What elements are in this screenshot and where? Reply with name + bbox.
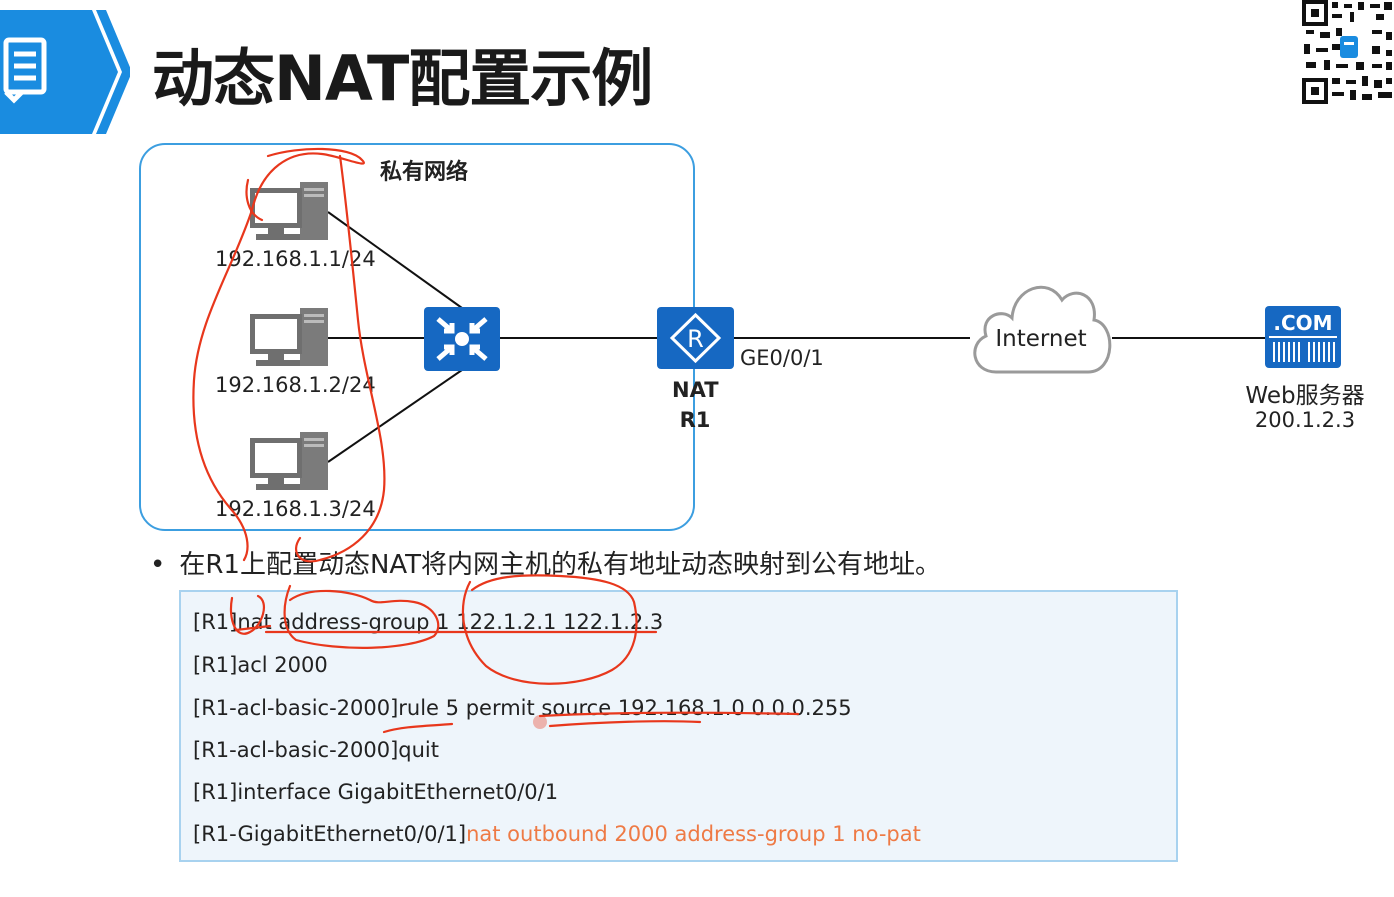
server-ip-label: 200.1.2.3	[1254, 408, 1356, 432]
page-title: 动态NAT配置示例	[152, 42, 653, 115]
interface-label: GE0/0/1	[740, 346, 824, 370]
web-server-icon: .COM	[1265, 306, 1341, 368]
private-network-label: 私有网络	[380, 160, 469, 185]
router-name-label: R1	[679, 408, 711, 432]
code-line: [R1-GigabitEthernet0/0/1]nat outbound 20…	[193, 822, 921, 846]
qr-code-icon	[1302, 0, 1394, 106]
internet-cloud-icon	[966, 272, 1116, 376]
internet-label: Internet	[995, 326, 1087, 352]
host-ip-label: 192.168.1.3/24	[215, 497, 376, 521]
host-ip-label: 192.168.1.1/24	[215, 247, 376, 271]
svg-text:R: R	[687, 325, 704, 353]
host-ip-label: 192.168.1.2/24	[215, 373, 376, 397]
pc-icon	[248, 306, 330, 368]
code-line: [R1]acl 2000	[193, 653, 328, 677]
document-list-icon	[3, 37, 47, 104]
bullet-symbol: •	[150, 550, 166, 580]
code-line: [R1-acl-basic-2000]rule 5 permit source …	[193, 696, 852, 720]
pc-icon	[248, 180, 330, 242]
router-icon: R	[657, 307, 734, 369]
code-line: [R1-acl-basic-2000]quit	[193, 738, 439, 762]
server-badge: .COM	[1273, 311, 1332, 335]
pc-icon	[248, 430, 330, 492]
header-badge	[0, 10, 132, 134]
server-label: Web服务器	[1245, 383, 1365, 409]
bullet-text: 在R1上配置动态NAT将内网主机的私有地址动态映射到公有地址。	[179, 550, 942, 580]
switch-icon	[424, 307, 500, 371]
code-line: [R1]nat address-group 1 122.1.2.1 122.1.…	[193, 610, 664, 634]
code-line: [R1]interface GigabitEthernet0/0/1	[193, 780, 559, 804]
router-role-label: NAT	[672, 378, 719, 402]
bullet-item: • 在R1上配置动态NAT将内网主机的私有地址动态映射到公有地址。	[150, 544, 941, 581]
